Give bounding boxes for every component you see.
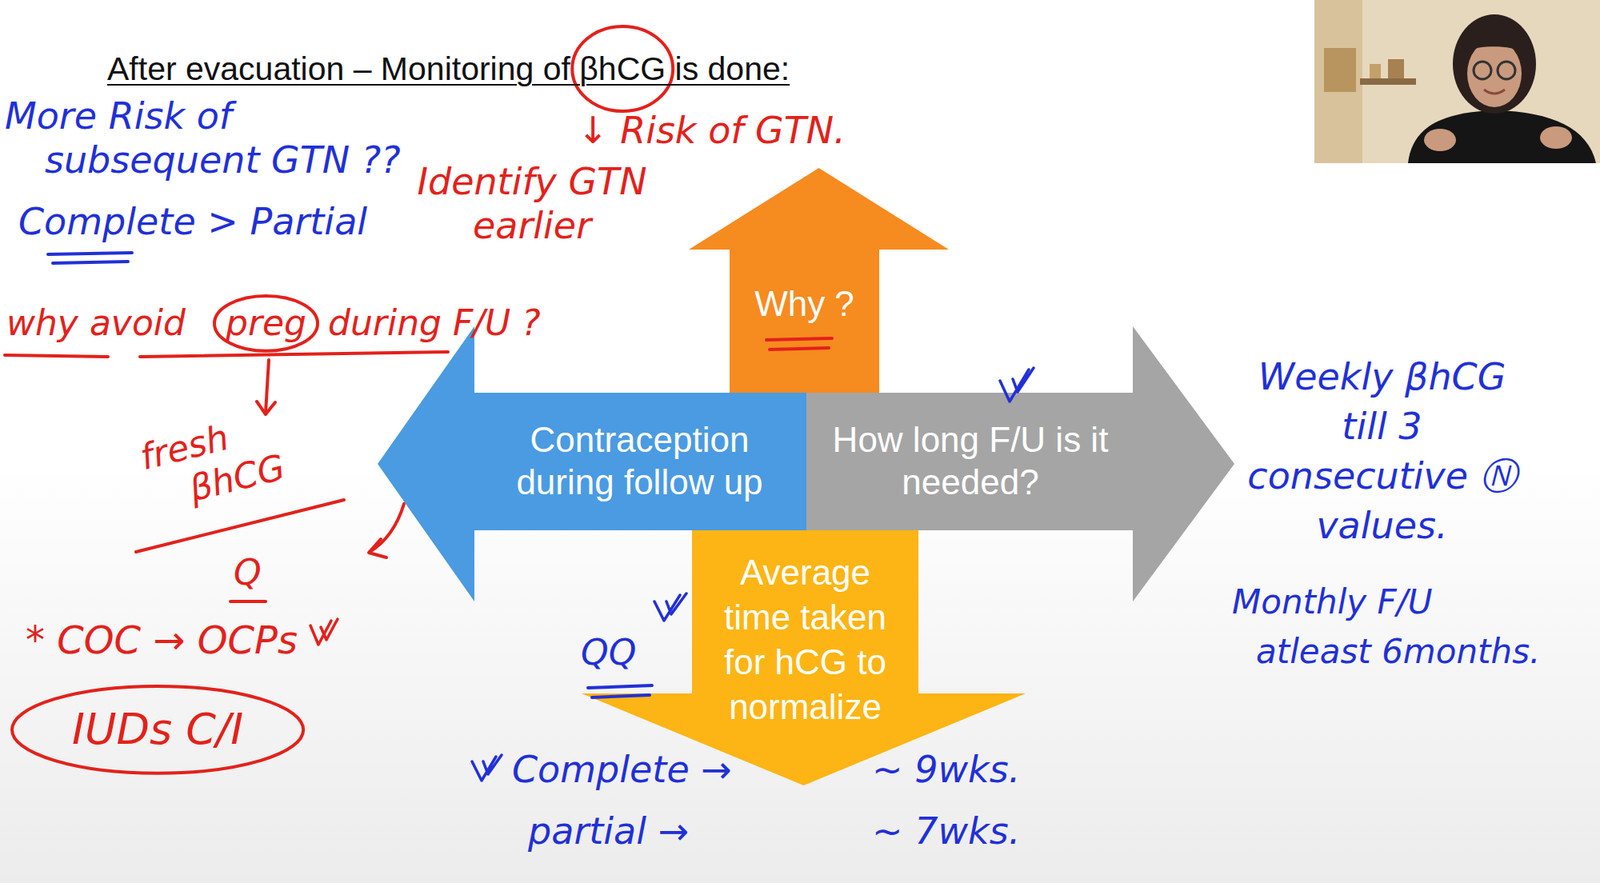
fraction-line: [230, 600, 266, 604]
webcam-person-hand: [1540, 126, 1572, 149]
underline: [592, 695, 650, 698]
note-wrap: Complete > Partial: [18, 200, 368, 244]
handwritten-note: Weekly βhCG till 3 consecutive Ⓝ values.: [1236, 352, 1528, 551]
underline: [48, 252, 132, 255]
arrow-label: Why ?: [729, 283, 880, 326]
check-mark: [1000, 368, 1034, 402]
handwritten-note: partial →: [528, 809, 689, 854]
note-wrap: * COC → OCPs: [25, 617, 298, 664]
webcam-frame-picture: [1324, 48, 1356, 92]
webcam-shelf-item: [1388, 59, 1404, 79]
note-wrap: Monthly F/U atleast 6months.: [1232, 577, 1556, 677]
leader-arrow: [265, 360, 269, 413]
handwritten-note: ~ 9wks.: [872, 748, 1020, 792]
arrow-head: [368, 539, 387, 558]
direction-arrow: Why ?: [688, 168, 949, 393]
note-wrap: during F/U ?: [328, 302, 541, 345]
handwritten-note: ↓ Risk of GTN.: [577, 108, 846, 153]
note-wrap: Q: [233, 552, 262, 595]
webcam-person-glasses: [1497, 61, 1516, 80]
handwritten-note: why avoid: [6, 302, 186, 345]
webcam-shelf: [1360, 78, 1416, 85]
arrow-fill: [688, 168, 949, 393]
arrow-text-area: Average time taken for hCG to normalize: [692, 540, 919, 740]
title-wrap: After evacuation – Monitoring of βhCG is…: [107, 49, 790, 88]
underline: [140, 352, 448, 357]
title-circle: [572, 26, 673, 112]
underline: [52, 261, 128, 264]
webcam-door: [1314, 0, 1363, 164]
webcam-person-smile: [1484, 89, 1505, 94]
word-circle: [214, 296, 318, 352]
note-wrap: why avoid: [6, 302, 186, 345]
note-wrap: ~ 7wks.: [872, 809, 1020, 854]
handwritten-note: Complete > Partial: [18, 200, 368, 244]
arrow-text-area: How long F/U is it needed?: [810, 392, 1131, 531]
webcam-person-body: [1408, 110, 1596, 164]
slide-title: After evacuation – Monitoring of βhCG is…: [107, 49, 790, 88]
arrow-label: Average time taken for hCG to normalize: [709, 550, 902, 730]
underline: [4, 355, 108, 357]
webcam-wall: [1314, 0, 1600, 164]
handwritten-note: * COC → OCPs: [25, 617, 298, 664]
word-circle: [12, 686, 304, 774]
note-wrap: partial →: [528, 809, 689, 854]
note-wrap: More Risk of subsequent GTN ??: [4, 94, 421, 183]
check-mark: [654, 593, 687, 621]
note-wrap: ↓ Risk of GTN.: [577, 108, 846, 153]
note-wrap: Weekly βhCG till 3 consecutive Ⓝ values.: [1236, 352, 1528, 551]
webcam-person-hand: [1424, 128, 1456, 152]
note-wrap: fresh βhCG: [144, 417, 304, 503]
note-wrap: Identify GTN earlier: [376, 160, 688, 248]
handwritten-note: Q: [233, 552, 262, 595]
note-wrap: Complete →: [512, 748, 732, 792]
webcam-person-glasses: [1473, 61, 1492, 80]
handwritten-note: IUDs C/I: [72, 704, 244, 756]
note-wrap: ~ 9wks.: [872, 748, 1020, 792]
handwritten-note: during F/U ?: [328, 302, 541, 345]
check-mark: [310, 619, 338, 645]
webcam-person-face: [1467, 40, 1522, 108]
underline: [136, 500, 344, 552]
note-wrap: IUDs C/I: [72, 704, 244, 756]
arrow-text-area: Contraception during follow up: [477, 392, 802, 531]
arrow-label: How long F/U is it needed?: [822, 419, 1119, 504]
arrow-label: Contraception during follow up: [500, 419, 780, 504]
arrow-fill: [581, 530, 1026, 786]
direction-arrow: Average time taken for hCG to normalize: [581, 530, 1026, 786]
handwritten-note: Identify GTN earlier: [376, 160, 688, 248]
handwritten-note: Monthly F/U atleast 6months.: [1232, 577, 1556, 677]
webcam-frame: [1314, 0, 1600, 164]
handwritten-note: More Risk of subsequent GTN ??: [4, 94, 421, 183]
arrow-head: [256, 401, 276, 415]
webcam-shelf-item: [1369, 64, 1381, 79]
underline: [769, 348, 829, 350]
underline: [588, 685, 652, 688]
underline: [766, 338, 832, 340]
handwritten-note: preg: [225, 302, 307, 345]
note-wrap: QQ: [580, 632, 636, 675]
arrow-shape: [688, 168, 949, 393]
check-mark: [472, 755, 502, 781]
webcam-person-hair: [1452, 14, 1536, 114]
handwritten-note: ~ 7wks.: [872, 809, 1020, 854]
handwritten-note: Complete →: [512, 748, 732, 792]
note-wrap: preg: [225, 302, 307, 345]
webcam-person-fringe: [1465, 36, 1524, 53]
handwritten-note: QQ: [580, 632, 636, 675]
handwritten-note: fresh βhCG: [136, 399, 312, 520]
